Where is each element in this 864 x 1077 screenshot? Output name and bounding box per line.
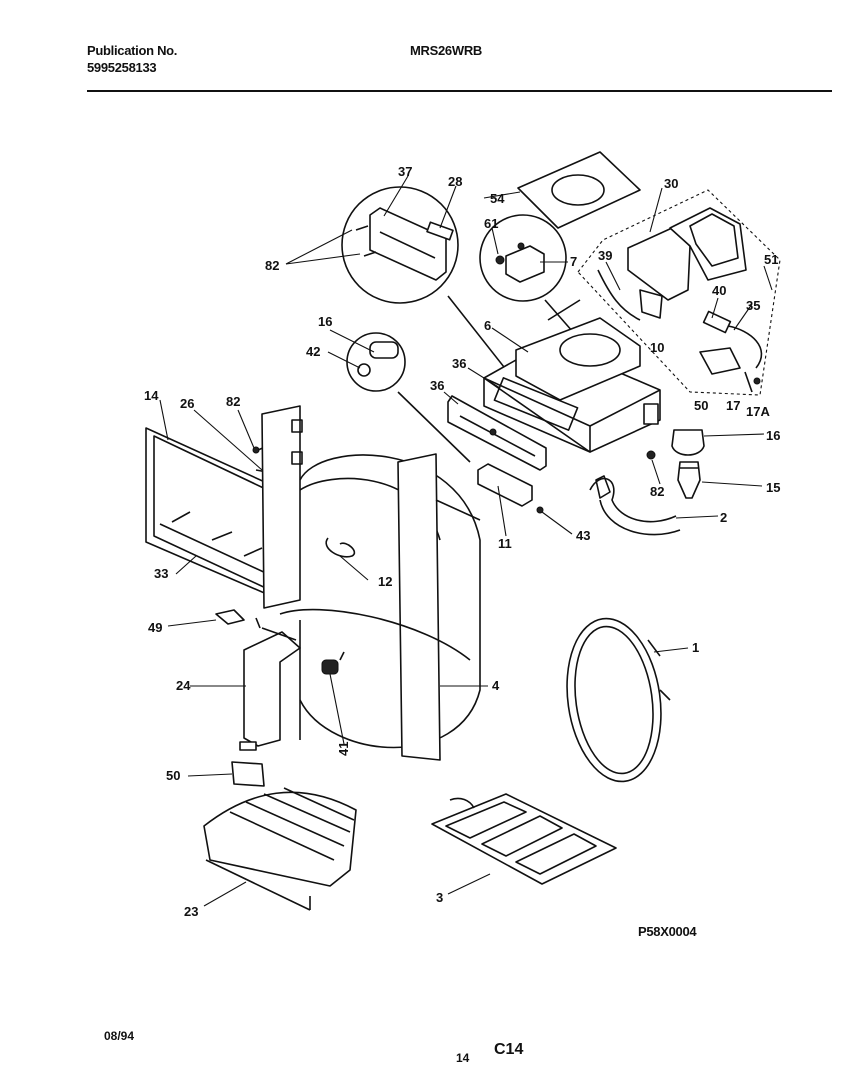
footer-page-number: 14 <box>456 1051 470 1065</box>
callout: 28 <box>448 174 462 189</box>
callout: 61 <box>484 216 498 231</box>
callout: 17A <box>746 404 770 419</box>
callout: 6 <box>484 318 491 333</box>
callout: 4 <box>492 678 500 693</box>
callout: 3 <box>436 890 443 905</box>
callout: 14 <box>144 388 159 403</box>
callout: 42 <box>306 344 320 359</box>
callout: 43 <box>576 528 590 543</box>
callout: 40 <box>712 283 726 298</box>
callout: 11 <box>498 536 512 551</box>
model-number: MRS26WRB <box>410 43 482 58</box>
callout: 50 <box>694 398 708 413</box>
drawing-code: P58X0004 <box>638 924 697 939</box>
callout: 23 <box>184 904 198 919</box>
publication-label: Publication No. <box>87 43 178 58</box>
callout: 7 <box>570 254 577 269</box>
callout: 12 <box>378 574 392 589</box>
part-1-gasket <box>566 617 671 783</box>
part-4-housing <box>261 405 481 761</box>
callout: 39 <box>598 248 612 263</box>
part-41-spring <box>321 651 345 675</box>
part-12-clip <box>325 537 356 558</box>
callout: 82 <box>650 484 664 499</box>
part-6-housing <box>483 299 661 460</box>
part-2-duct <box>589 475 681 536</box>
callout: 35 <box>746 298 760 313</box>
callout: 51 <box>764 252 778 267</box>
callout: 54 <box>490 191 505 206</box>
callout: 1 <box>692 640 699 655</box>
footer-section-code: C14 <box>494 1041 524 1058</box>
callout: 33 <box>154 566 168 581</box>
part-23-drip-tray <box>203 787 357 911</box>
callout: 49 <box>148 620 162 635</box>
callout: 16 <box>766 428 780 443</box>
part-3-heater <box>431 793 617 885</box>
part-30-cover-group <box>577 189 781 396</box>
callout: 36 <box>452 356 466 371</box>
callout: 16 <box>318 314 332 329</box>
publication-number: 5995258133 <box>87 60 157 75</box>
callout: 37 <box>398 164 412 179</box>
callout: 26 <box>180 396 194 411</box>
callout: 50 <box>166 768 180 783</box>
callout: 2 <box>720 510 727 525</box>
part-36-plate <box>447 395 547 514</box>
callout: 41 <box>336 742 351 756</box>
callout: 36 <box>430 378 444 393</box>
header-rule <box>87 90 832 92</box>
footer-date: 08/94 <box>104 1029 135 1043</box>
callout: 82 <box>226 394 240 409</box>
part-24-actuator <box>239 617 301 751</box>
inset-circle-7 <box>479 214 581 341</box>
callout-labels: 37 28 82 54 61 7 30 39 40 35 51 10 6 36 … <box>144 164 780 919</box>
callout: 30 <box>664 176 678 191</box>
callout: 17 <box>726 398 740 413</box>
part-15-16-lamp <box>671 429 705 499</box>
part-50-pad <box>231 761 265 787</box>
leader-lines <box>159 175 773 907</box>
callout: 82 <box>265 258 279 273</box>
callout: 10 <box>650 340 664 355</box>
callout: 24 <box>176 678 191 693</box>
part-51-bracket <box>215 609 245 625</box>
part-33-top-plate <box>517 151 641 229</box>
callout: 15 <box>766 480 780 495</box>
